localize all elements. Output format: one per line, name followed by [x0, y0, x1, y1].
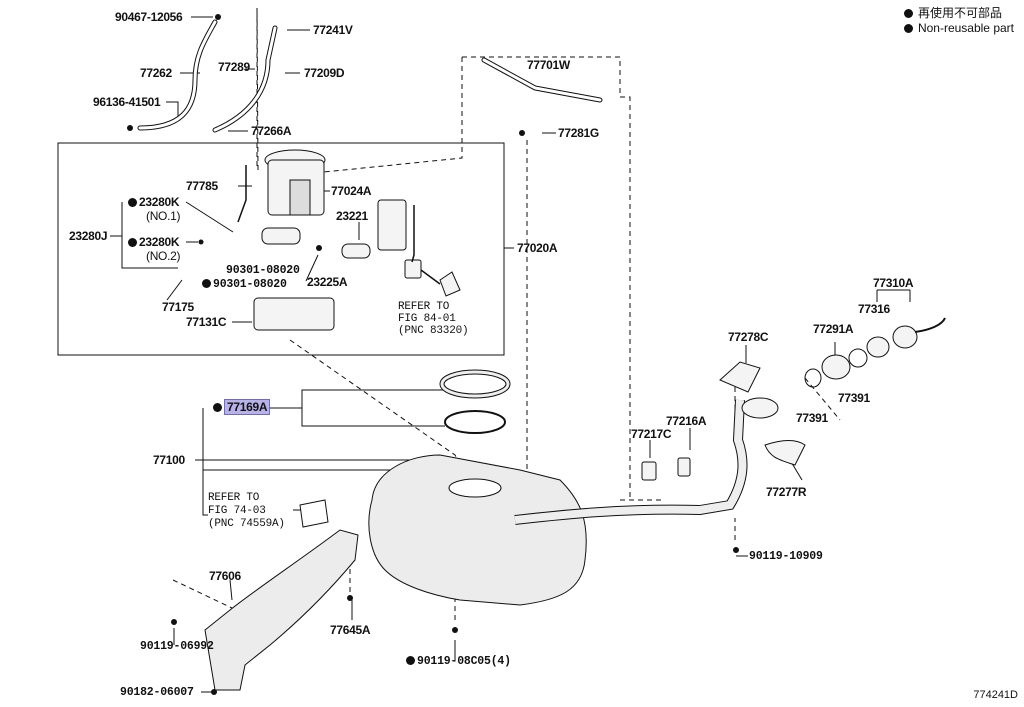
legend-dot-icon: [903, 24, 913, 33]
label-77217c[interactable]: 77217C: [631, 427, 672, 441]
label-77291a[interactable]: 77291A: [813, 322, 854, 336]
label-23280k-no2-text: 23280K: [139, 235, 180, 249]
label-77278c[interactable]: 77278C: [728, 330, 769, 344]
label-23280j[interactable]: 23280J: [69, 229, 108, 243]
label-77277r[interactable]: 77277R: [766, 485, 807, 499]
label-23280k-no2-sub: (NO.2): [146, 249, 181, 263]
label-90301-08020-a[interactable]: 90301-08020: [226, 264, 300, 277]
label-23280k-no1-text: 23280K: [139, 195, 180, 209]
label-77310a[interactable]: 77310A: [873, 276, 914, 290]
note-fig74-line1: REFER TO: [208, 492, 260, 504]
non-reusable-marker: [213, 403, 222, 412]
label-77701w[interactable]: 77701W: [527, 58, 570, 72]
label-77175[interactable]: 77175: [162, 300, 194, 314]
non-reusable-marker: [128, 238, 137, 247]
label-77391-a[interactable]: 77391: [796, 411, 828, 425]
label-77391-b[interactable]: 77391: [838, 391, 870, 405]
non-reusable-marker: [202, 279, 211, 288]
label-77169a[interactable]: 77169A: [213, 399, 271, 415]
label-23221[interactable]: 23221: [336, 209, 368, 223]
label-23225a[interactable]: 23225A: [307, 275, 348, 289]
legend-text-jp: 再使用不可部品: [917, 6, 1002, 20]
non-reusable-marker: [406, 656, 415, 665]
label-90119-08c05[interactable]: 90119-08C05(4): [406, 655, 511, 669]
label-77020a[interactable]: 77020A: [517, 241, 558, 255]
label-77316[interactable]: 77316: [858, 302, 890, 316]
label-77262[interactable]: 77262: [140, 66, 172, 80]
label-90119-08c05-text: 90119-08C05(4): [417, 655, 511, 668]
label-90301-08020-b[interactable]: 90301-08020: [202, 278, 287, 292]
note-fig84-line2: FIG 84-01: [398, 313, 456, 325]
label-90182-06007[interactable]: 90182-06007: [120, 686, 194, 699]
note-fig74-line3: (PNC 74559A): [208, 518, 285, 530]
legend-text-en: Non-reusable part: [917, 21, 1014, 35]
legend-item-en: Non-reusable part: [903, 21, 1014, 36]
label-77216a[interactable]: 77216A: [666, 414, 707, 428]
label-23280k-no2[interactable]: 23280K: [128, 235, 180, 249]
label-77024a[interactable]: 77024A: [331, 184, 372, 198]
label-77100[interactable]: 77100: [153, 453, 185, 467]
label-90119-06992[interactable]: 90119-06992: [140, 640, 214, 653]
label-90119-10909[interactable]: 90119-10909: [749, 550, 823, 563]
figure-id: 774241D: [973, 689, 1018, 701]
label-96136-41501[interactable]: 96136-41501: [93, 95, 161, 109]
label-77266a[interactable]: 77266A: [251, 124, 292, 138]
label-77281g[interactable]: 77281G: [558, 126, 599, 140]
legend-item-jp: 再使用不可部品: [903, 6, 1014, 21]
note-fig84-line1: REFER TO: [398, 301, 450, 313]
legend-dot-icon: [903, 9, 913, 18]
non-reusable-marker: [128, 198, 137, 207]
note-fig84-line3: (PNC 83320): [398, 325, 469, 337]
legend: 再使用不可部品 Non-reusable part: [903, 6, 1014, 36]
fuel-tank-shape: [368, 454, 587, 606]
label-77606[interactable]: 77606: [209, 569, 241, 583]
label-77645a[interactable]: 77645A: [330, 623, 371, 637]
label-77131c[interactable]: 77131C: [186, 315, 227, 329]
label-90467-12056[interactable]: 90467-12056: [115, 10, 183, 24]
label-23280k-no1[interactable]: 23280K: [128, 195, 180, 209]
pump-assembly-box: [57, 142, 505, 356]
label-90301-08020-b-text: 90301-08020: [213, 278, 287, 291]
label-77241v[interactable]: 77241V: [313, 23, 353, 37]
note-fig74-line2: FIG 74-03: [208, 505, 266, 517]
label-77209d[interactable]: 77209D: [304, 66, 345, 80]
label-77785[interactable]: 77785: [186, 179, 218, 193]
label-77169a-highlight: 77169A: [224, 399, 271, 415]
label-23280k-no1-sub: (NO.1): [146, 209, 181, 223]
label-77289[interactable]: 77289: [218, 60, 250, 74]
